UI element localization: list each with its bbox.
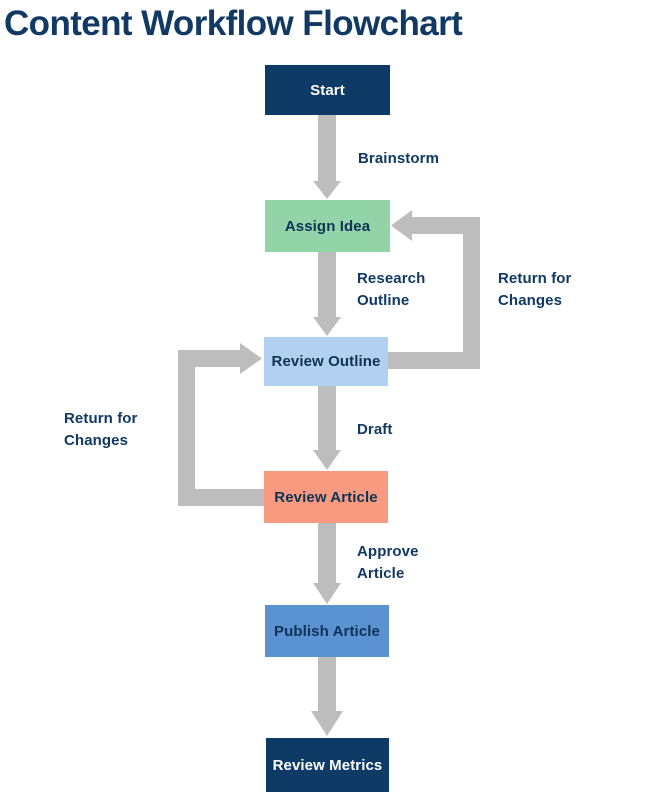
node-review-article[interactable]: Review Article	[264, 471, 388, 523]
edge-publish-to-metrics	[311, 657, 343, 736]
page-title: Content Workflow Flowchart	[4, 4, 463, 43]
edge-review-outline-to-review-article	[313, 386, 341, 470]
edge-label-return-for-changes-left: Return for Changes	[64, 410, 138, 449]
node-review-outline[interactable]: Review Outline	[264, 337, 388, 386]
edge-label-brainstorm: Brainstorm	[358, 150, 440, 167]
node-review-metrics[interactable]: Review Metrics	[266, 738, 389, 792]
edge-label-research-outline: Research Outline	[357, 270, 426, 309]
edge-label-return-for-changes-right: Return for Changes	[498, 270, 572, 309]
edge-review-outline-return-to-assign	[388, 210, 480, 369]
edge-review-article-return-to-review-outline	[178, 343, 264, 506]
edge-review-article-to-publish	[313, 523, 341, 604]
node-assign-idea[interactable]: Assign Idea	[265, 200, 390, 252]
edge-label-draft: Draft	[357, 421, 393, 438]
edge-start-to-assign	[313, 115, 341, 199]
node-publish-article[interactable]: Publish Article	[265, 605, 389, 657]
edge-assign-to-review-outline	[313, 252, 341, 336]
edge-label-approve-article: Approve Article	[357, 543, 419, 582]
node-start[interactable]: Start	[265, 65, 390, 115]
